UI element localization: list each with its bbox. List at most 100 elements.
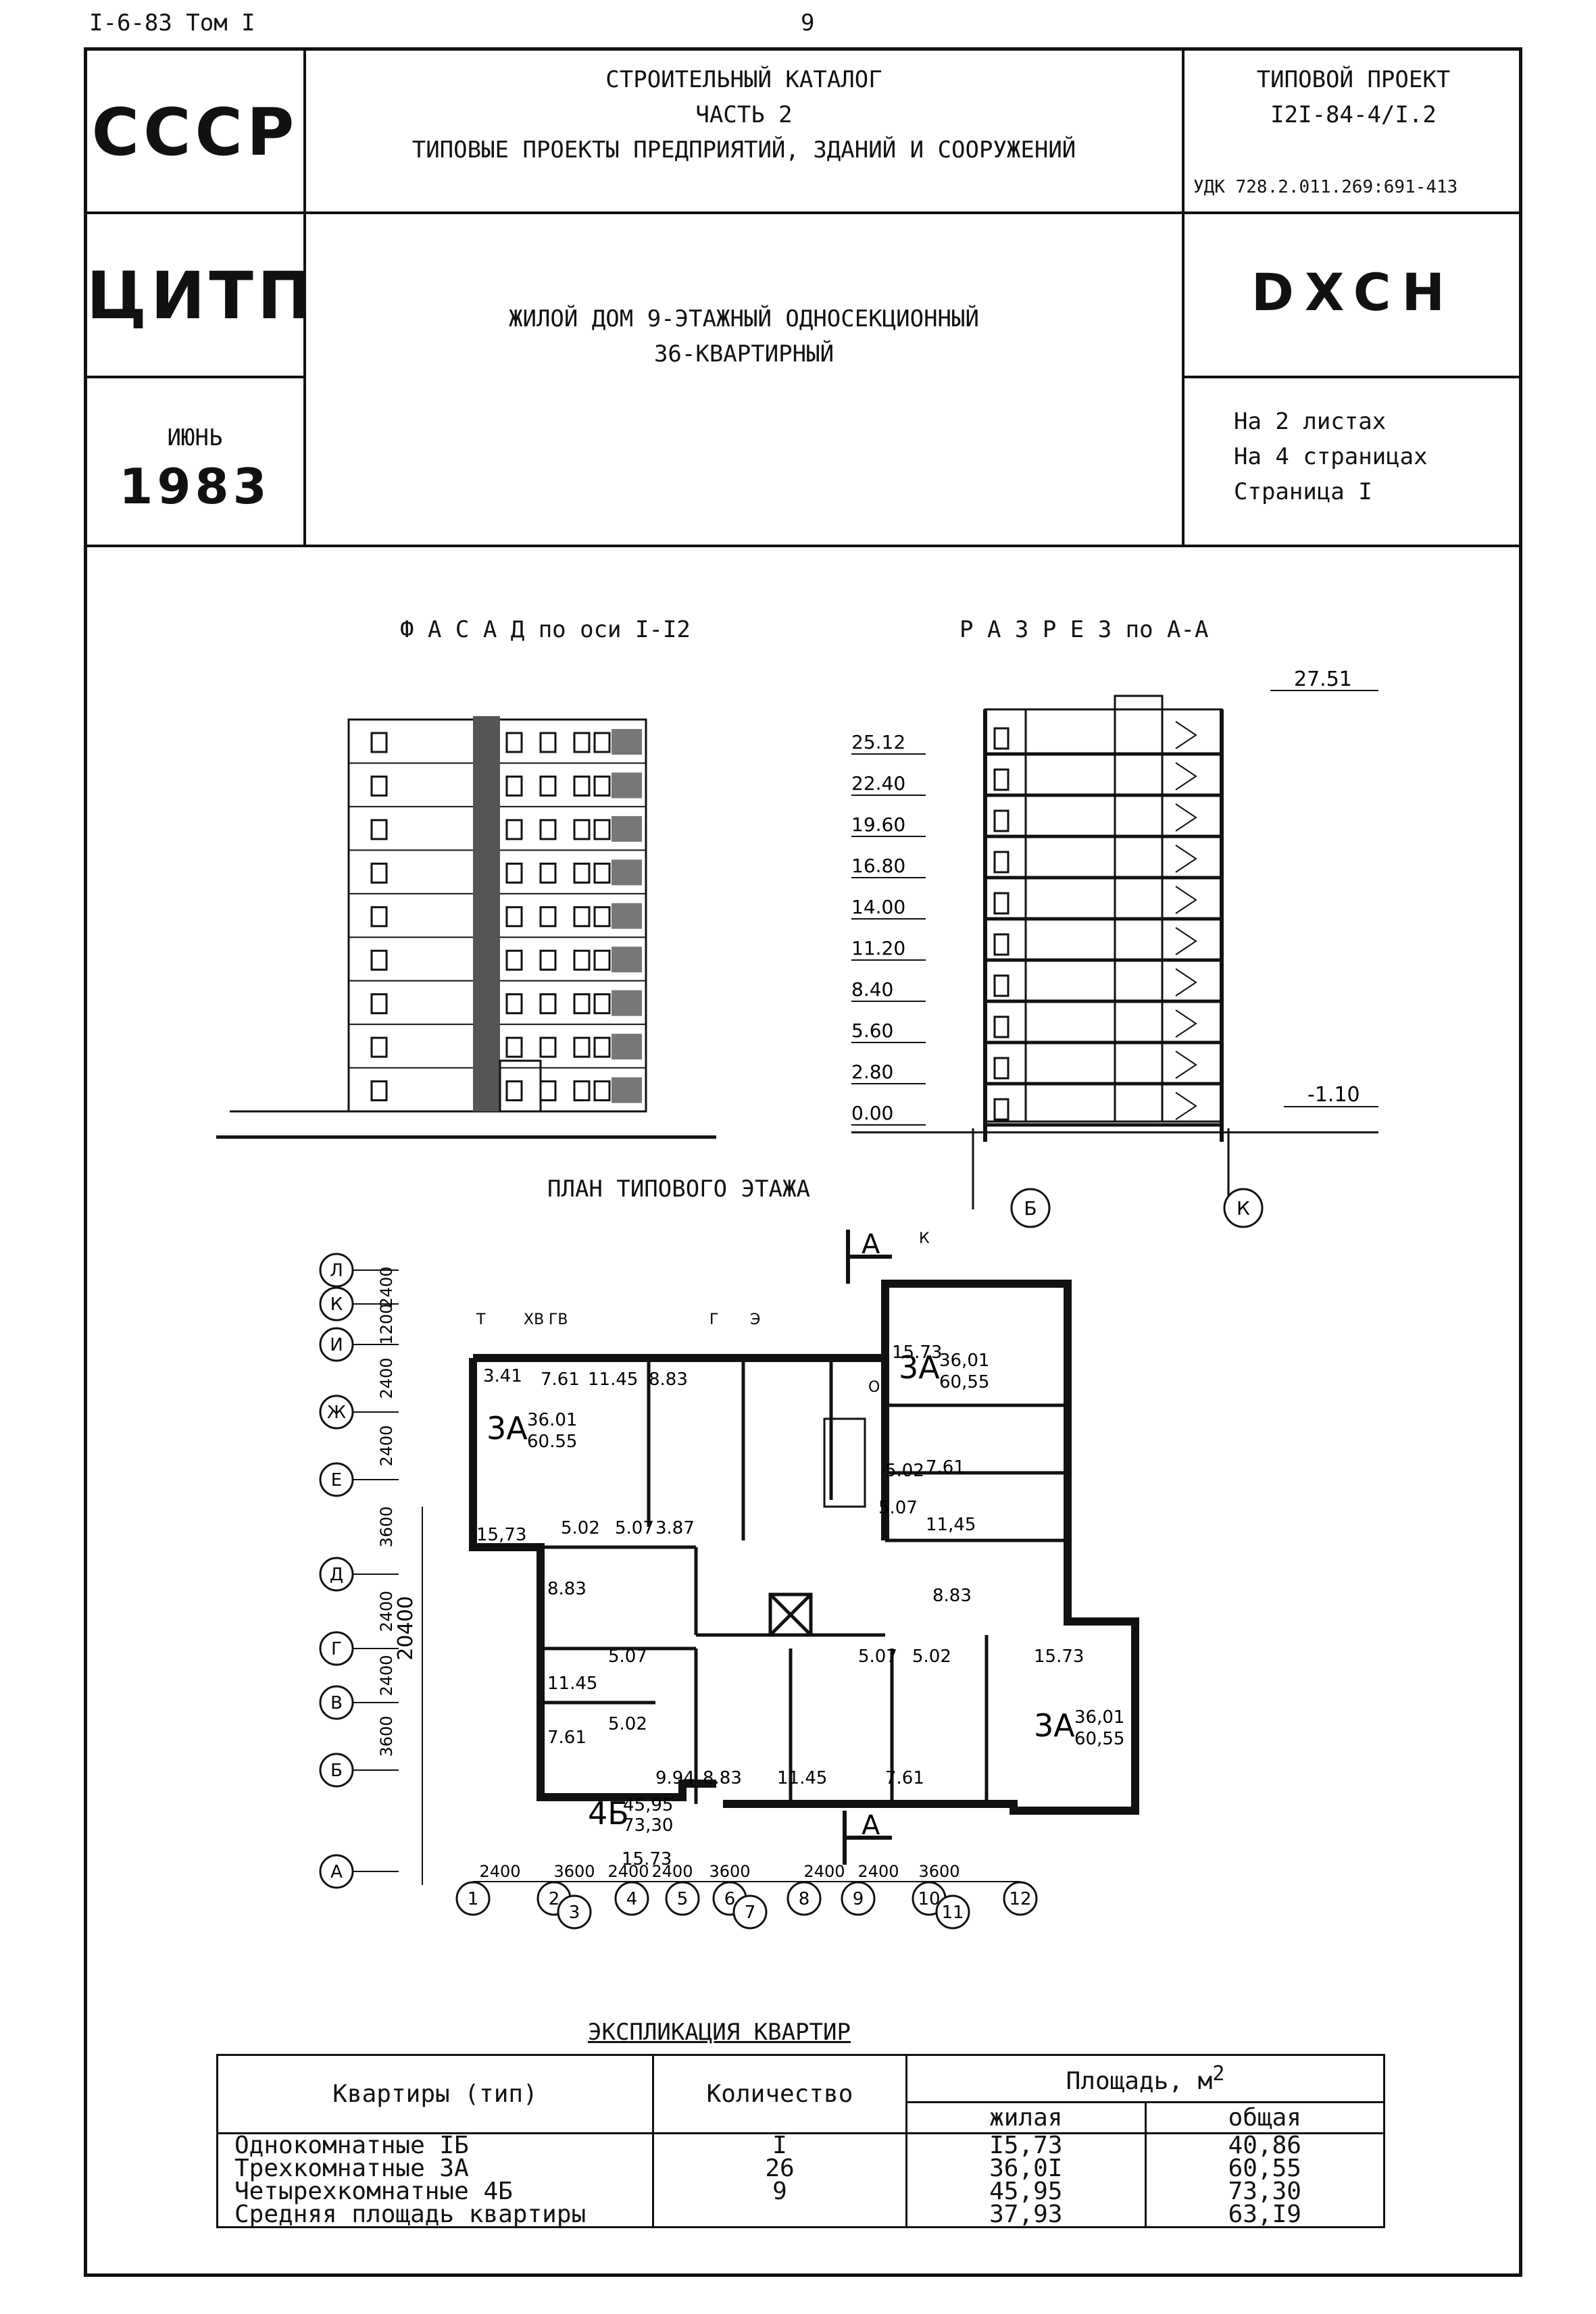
balcony [612,729,642,755]
header-divider [303,47,306,547]
section-mark-top: А [862,1229,880,1260]
section-outline [984,708,1223,1123]
column-axis-label: 3 [569,1903,580,1923]
window [993,768,1009,791]
column-dimension: 2400 [607,1862,649,1881]
room-area-label: 15,73 [476,1525,526,1545]
column-dimension: 2400 [651,1862,693,1881]
column-dimension: 3600 [553,1862,595,1881]
window [539,1036,557,1058]
room-area-label: 11,45 [926,1515,976,1535]
apt-living-area: 36,01 [1074,1707,1124,1728]
stair-flight [1175,927,1197,955]
project-label: ТИПОВОЙ ПРОЕКТ [1256,66,1451,93]
row-dimension: 1200 [377,1303,396,1344]
window [370,862,388,884]
column-axis-bubble [935,1894,970,1930]
level-mark: 0.00 [851,1102,893,1124]
window [593,862,611,884]
window [593,1080,611,1102]
apt-type-label: 3А [1034,1707,1075,1744]
entrance-door [499,1059,542,1113]
column-axis-label: 4 [626,1889,638,1909]
window [573,1036,591,1058]
balcony [612,903,642,929]
apt-living-area: 36,01 [939,1351,989,1371]
window [505,819,523,840]
apartment-type-labels: 3А 36.01 60.55 3А 36,01 60,55 3А 36,01 6… [487,1349,1124,1836]
room-area-label: 8.83 [703,1768,742,1788]
row-axis-label: Л [330,1261,343,1281]
apt-type-label: 4Б [588,1795,629,1832]
top-level: 27.51 [1294,669,1352,691]
staircase [823,1417,866,1508]
window [593,1036,611,1058]
document-reference: I-6-83 Том I [89,9,255,36]
header-area: Площадь, м2 [905,2054,1385,2103]
window [993,974,1009,997]
row-axis-label: Д [330,1565,343,1585]
apt-total-area: 60,55 [939,1372,989,1392]
level-mark: 5.60 [851,1020,893,1042]
room-area-label: 7.61 [541,1369,580,1390]
row-dimension: 3600 [377,1715,396,1757]
level-mark: 22.40 [851,772,905,795]
level-mark: 11.20 [851,937,905,959]
column-axis-bubble [557,1894,592,1930]
window [370,775,388,797]
plan-title: ПЛАН ТИПОВОГО ЭТАЖА [547,1176,810,1203]
window [993,933,1009,956]
window [505,732,523,753]
room-area-label: 5.07 [608,1646,647,1667]
column-axis-label: 2 [549,1889,560,1909]
level-mark: 8.40 [851,978,893,1001]
window [539,1080,557,1102]
window [370,993,388,1015]
stair-shaft [473,716,500,1111]
apt-total-area: 60.55 [527,1432,577,1452]
stair-flight [1175,803,1197,832]
column-dimension: 3600 [709,1862,750,1881]
column-axis-label: 10 [918,1889,940,1909]
window [573,732,591,753]
header-divider [84,545,1522,547]
window [505,993,523,1015]
balcony [612,990,642,1016]
window [539,949,557,971]
row-axis-label: И [330,1335,343,1355]
window [539,775,557,797]
column-dimension: 2400 [479,1862,520,1881]
balcony [612,1077,642,1103]
row-axis-label: А [330,1862,343,1882]
row-axis-label: Г [331,1639,342,1659]
window [593,993,611,1015]
column-dimension: 2400 [803,1862,845,1881]
window [505,949,523,971]
room-area-label: 7.61 [926,1457,965,1478]
window [505,1080,523,1102]
row-dimension: 2400 [377,1590,396,1632]
row-dimension: 2400 [377,1266,396,1307]
window [505,862,523,884]
header-living: жилая [905,2101,1147,2134]
apt-total-area: 73,30 [623,1815,673,1836]
window [573,993,591,1015]
level-mark: 19.60 [851,813,905,836]
header-divider [1182,47,1184,547]
header-divider [1182,376,1522,378]
facade-title: Ф А С А Д по оси I-I2 [400,616,691,643]
apt-type-label: 3А [899,1349,940,1386]
section-drawing: 25.1222.4019.6016.8014.0011.208.405.602.… [851,669,1378,1228]
window [993,851,1009,874]
window [539,819,557,840]
bottom-level: -1.10 [1307,1083,1360,1107]
facade-drawing [216,716,716,1139]
level-mark: 14.00 [851,896,905,918]
sheet-count: На 2 листах [1234,408,1387,435]
balcony [612,859,642,886]
room-area-label: 8.83 [649,1369,688,1390]
svg-text:ХВ: ХВ [524,1311,544,1328]
